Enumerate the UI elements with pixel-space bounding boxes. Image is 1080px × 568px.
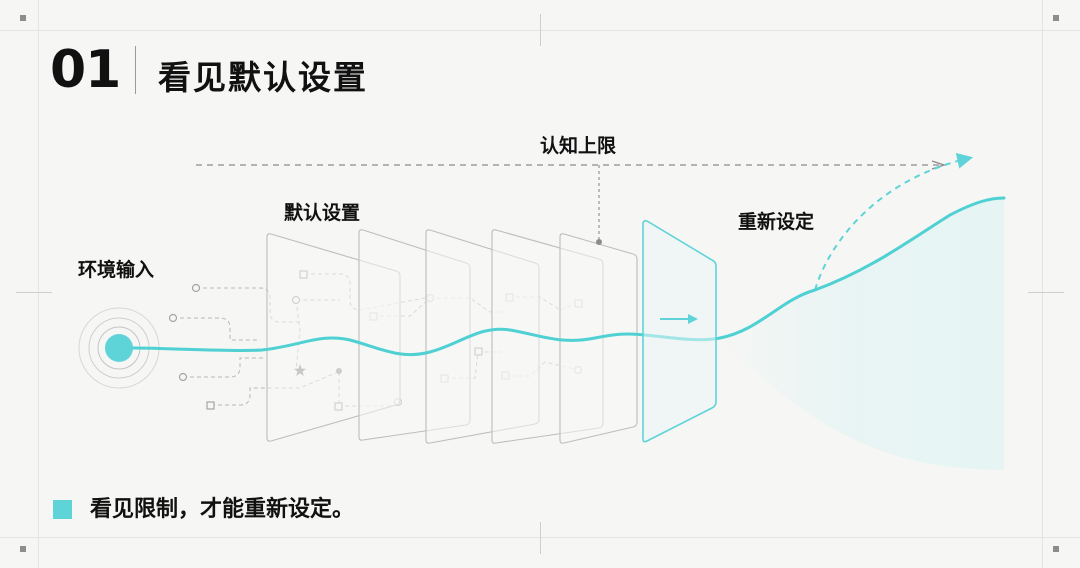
default-settings-label: 默认设置 xyxy=(284,202,361,224)
frame-line-right xyxy=(1042,0,1043,568)
default-setting-panels xyxy=(266,229,638,444)
tick-bottom-center xyxy=(540,522,541,554)
environment-input-label: 环境输入 xyxy=(78,259,155,281)
title-divider xyxy=(135,46,136,94)
reset-label: 重新设定 xyxy=(738,211,815,233)
section-number: 01 xyxy=(50,40,121,100)
cognitive-limit-dot xyxy=(596,239,602,245)
corner-marker-bottom-right xyxy=(1053,546,1059,552)
cognitive-limit-label: 认知上限 xyxy=(540,135,617,157)
caption-text: 看见限制，才能重新设定。 xyxy=(90,497,355,522)
tick-right-middle xyxy=(1028,292,1064,293)
breakout-arrow xyxy=(814,152,974,291)
tick-left-middle xyxy=(16,292,52,293)
reset-gate-panel xyxy=(642,220,717,443)
growth-area xyxy=(720,198,1004,470)
signal-path xyxy=(131,196,1006,357)
corner-marker-top-right xyxy=(1053,15,1059,21)
corner-marker-top-left xyxy=(20,15,26,21)
page-title: 看见默认设置 xyxy=(158,58,368,97)
pass-through-arrowhead-icon xyxy=(688,314,698,324)
tick-top-center xyxy=(540,14,541,46)
corner-marker-bottom-left xyxy=(20,546,26,552)
caption-bullet xyxy=(53,500,72,519)
frame-line-left xyxy=(38,0,39,568)
